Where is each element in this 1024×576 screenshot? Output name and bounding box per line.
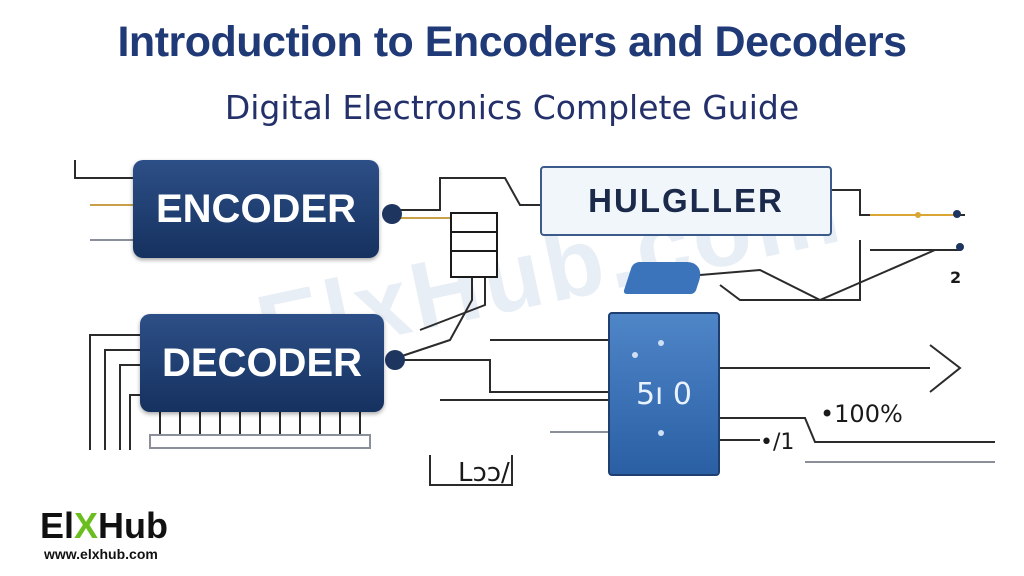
chip-tab: [622, 262, 706, 294]
logo-url: www.elxhub.com: [44, 546, 158, 562]
chip-label: 5ı 0: [635, 376, 693, 412]
page-title: Introduction to Encoders and Decoders: [117, 18, 907, 66]
logo: ElXHub: [40, 505, 168, 547]
encoder-output-wire: [392, 177, 540, 211]
output-label-small: •/1: [760, 430, 795, 455]
ground-label: Lɔɔ/: [458, 458, 510, 488]
logo-part-hub: Hub: [98, 505, 169, 546]
output-label-2: 2: [950, 268, 962, 287]
encoder-input-wire: [74, 160, 133, 179]
register-stack-icon: [450, 212, 498, 278]
decoder-block: DECODER: [140, 314, 384, 412]
chip-dot: [632, 352, 638, 358]
logo-part-el: El: [40, 505, 75, 546]
ic-chip: 5ı 0: [608, 312, 720, 476]
third-block: HULGLLER: [540, 166, 832, 236]
encoder-block: ENCODER: [133, 160, 379, 258]
page-subtitle: Digital Electronics Complete Guide: [224, 88, 800, 127]
decoder-output-wire: [395, 359, 608, 393]
output-label-percent: •100%: [820, 400, 903, 428]
chip-dot: [658, 430, 664, 436]
logo-part-x: X: [74, 505, 99, 546]
chip-dot: [658, 340, 664, 346]
